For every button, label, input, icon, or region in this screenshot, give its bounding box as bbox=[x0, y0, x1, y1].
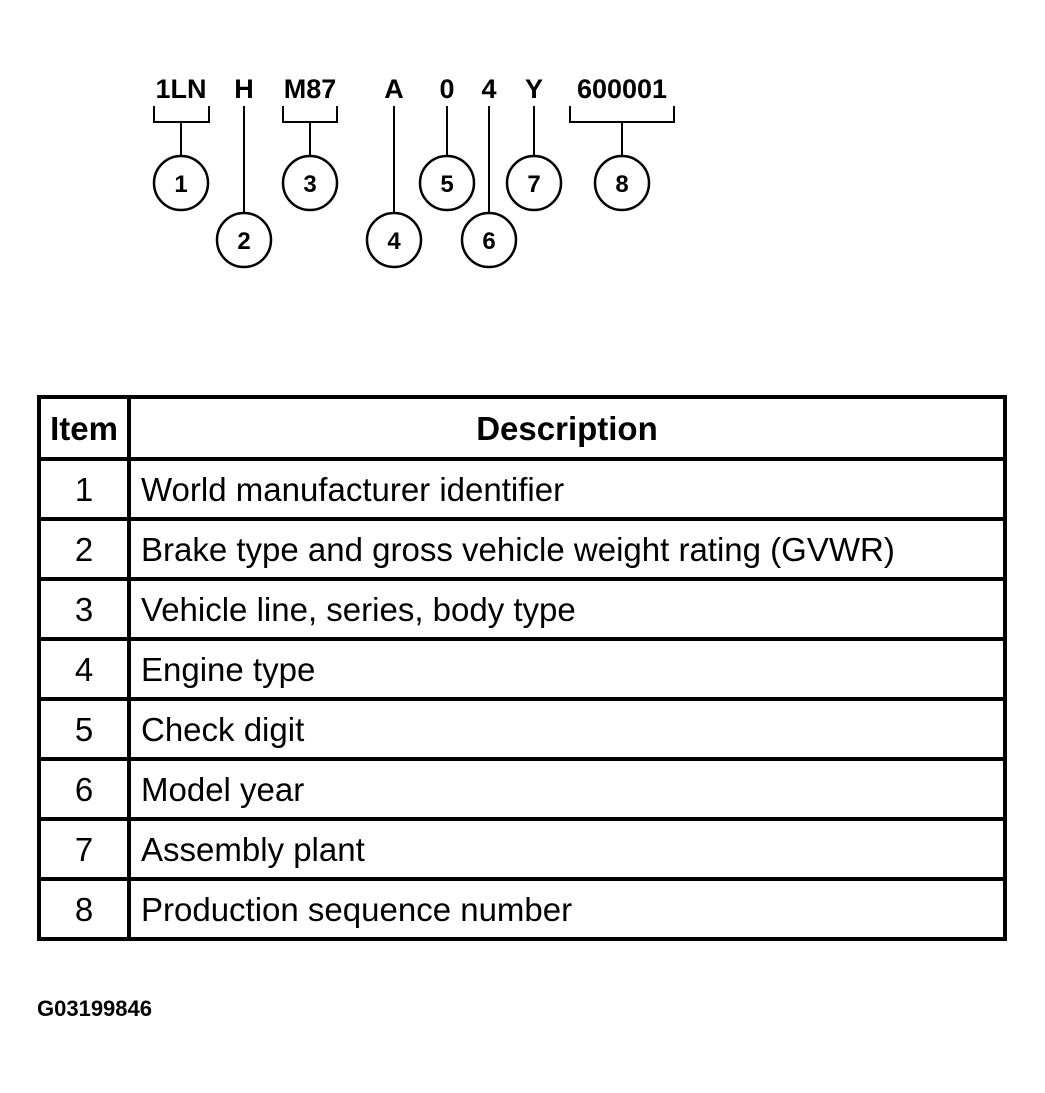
callout-circle bbox=[281, 154, 339, 212]
item-number: 4 bbox=[37, 637, 131, 701]
callout-number: 7 bbox=[527, 171, 540, 198]
callout-number: 8 bbox=[615, 171, 628, 198]
table-row: 8 Production sequence number bbox=[37, 877, 1007, 941]
item-number: 1 bbox=[37, 457, 131, 521]
item-column-header: Item bbox=[37, 395, 131, 461]
item-description: World manufacturer identifier bbox=[127, 457, 1007, 521]
table-row: 2 Brake type and gross vehicle weight ra… bbox=[37, 517, 1007, 581]
callout-number: 6 bbox=[482, 228, 495, 255]
item-number: 7 bbox=[37, 817, 131, 881]
table-row: 3 Vehicle line, series, body type bbox=[37, 577, 1007, 641]
vin-segment-text: Y bbox=[525, 74, 543, 104]
vin-legend-table: Item Description 1 World manufacturer id… bbox=[37, 395, 1007, 941]
vin-segment-text: 1LN bbox=[155, 74, 206, 104]
vin-segment-bracket bbox=[282, 106, 338, 123]
callout-circle bbox=[215, 211, 273, 269]
item-description: Check digit bbox=[127, 697, 1007, 761]
table-row: 5 Check digit bbox=[37, 697, 1007, 761]
callout-circle bbox=[505, 154, 563, 212]
callout-number: 3 bbox=[303, 171, 316, 198]
item-number: 8 bbox=[37, 877, 131, 941]
table-row: 6 Model year bbox=[37, 757, 1007, 821]
item-description: Brake type and gross vehicle weight rati… bbox=[127, 517, 1007, 581]
callout-number: 5 bbox=[440, 171, 453, 198]
table-row: 7 Assembly plant bbox=[37, 817, 1007, 881]
callout-circle bbox=[593, 154, 651, 212]
item-description: Production sequence number bbox=[127, 877, 1007, 941]
item-number: 2 bbox=[37, 517, 131, 581]
callout-circle bbox=[365, 211, 423, 269]
table-header-row: Item Description bbox=[37, 395, 1007, 461]
vin-segment-text: 600001 bbox=[577, 74, 667, 104]
table-row: 1 World manufacturer identifier bbox=[37, 457, 1007, 521]
vin-segment-text: M87 bbox=[284, 74, 337, 104]
figure-id: G03199846 bbox=[37, 996, 152, 1021]
callout-number: 1 bbox=[174, 171, 187, 198]
item-description: Assembly plant bbox=[127, 817, 1007, 881]
item-number: 6 bbox=[37, 757, 131, 821]
item-number: 3 bbox=[37, 577, 131, 641]
vin-segment-text: H bbox=[234, 74, 254, 104]
description-column-header: Description bbox=[127, 395, 1007, 461]
item-description: Engine type bbox=[127, 637, 1007, 701]
item-description: Model year bbox=[127, 757, 1007, 821]
callout-number: 4 bbox=[387, 228, 401, 255]
vin-segment-bracket bbox=[569, 106, 675, 123]
vin-segment-text: 0 bbox=[439, 74, 454, 104]
callout-circle bbox=[152, 154, 210, 212]
item-description: Vehicle line, series, body type bbox=[127, 577, 1007, 641]
vin-segment-bracket bbox=[153, 106, 210, 123]
callout-circle bbox=[460, 211, 518, 269]
callout-number: 2 bbox=[237, 228, 250, 255]
callout-circle bbox=[418, 154, 476, 212]
vin-segment-text: A bbox=[384, 74, 404, 104]
vin-segment-text: 4 bbox=[481, 74, 496, 104]
item-number: 5 bbox=[37, 697, 131, 761]
table-row: 4 Engine type bbox=[37, 637, 1007, 701]
